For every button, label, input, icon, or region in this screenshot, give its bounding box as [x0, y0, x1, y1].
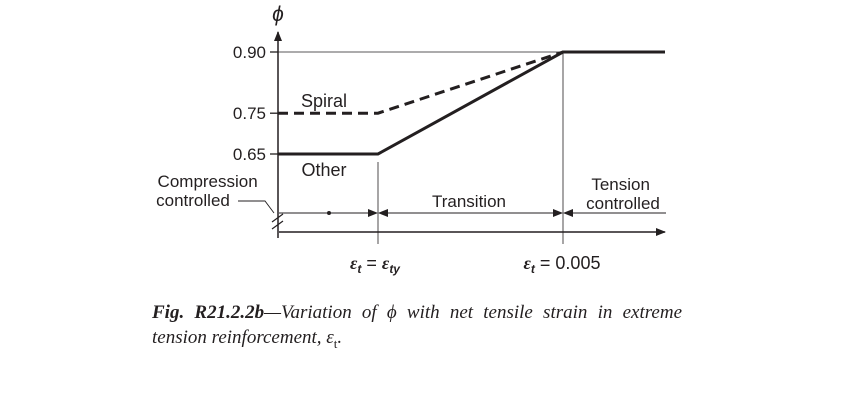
region-compression-label-line1: Compression	[158, 172, 258, 191]
region-transition-label: Transition	[432, 192, 506, 211]
caption-text: Variation of ϕ with net tensile strain i…	[152, 302, 682, 348]
caption-figure-number: Fig. R21.2.2b	[152, 302, 265, 323]
y-tick-label: 0.65	[233, 145, 266, 164]
region-tension-label-line1: Tension	[591, 175, 650, 194]
chart-figure: ϕ 0.90 0.75 0.65 Spiral Other Compression …	[156, 3, 666, 276]
caption-subscript: t	[333, 335, 338, 351]
x-marker-ety: εt = εty	[350, 253, 401, 276]
series-other-label: Other	[301, 160, 346, 180]
caption-end: .	[337, 327, 343, 348]
series-spiral-label: Spiral	[301, 91, 347, 111]
y-tick-label: 0.90	[233, 43, 266, 62]
region-compression-label-line2: controlled	[156, 191, 230, 210]
region-tension-label-line2: controlled	[586, 194, 660, 213]
figure-caption: Fig. R21.2.2b—Variation of ϕ with net te…	[152, 300, 682, 356]
y-axis-label: ϕ	[272, 3, 284, 26]
axis-break-mark	[271, 213, 284, 230]
x-marker-0005: εt = 0.005	[524, 253, 601, 276]
y-tick-label: 0.75	[233, 104, 266, 123]
series-other-line	[278, 50, 665, 156]
region-tension-label: Tension controlled	[586, 175, 660, 213]
region-compression-label: Compression controlled	[156, 172, 262, 210]
compression-leader-line	[238, 200, 275, 214]
caption-dash: —	[264, 302, 281, 323]
y-tick-group: 0.90 0.75 0.65	[233, 43, 278, 164]
compression-region-dot	[327, 211, 331, 215]
